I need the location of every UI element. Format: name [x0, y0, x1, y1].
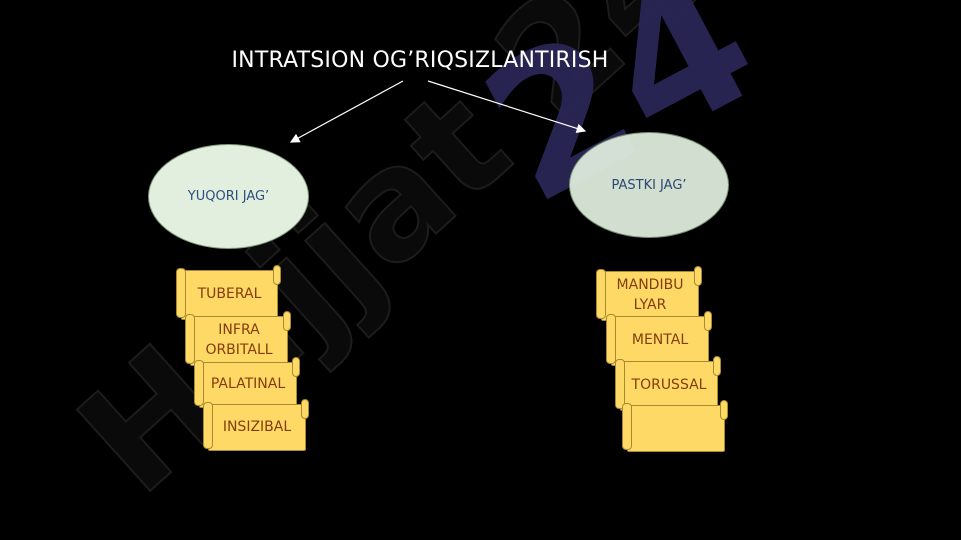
scroll-palatinal: PALATINAL [194, 357, 300, 408]
scroll-empty [622, 400, 728, 452]
scroll-label: INSIZIBAL [222, 418, 292, 435]
scroll-label: TUBERAL [197, 286, 262, 303]
arrow-left [289, 80, 404, 143]
scroll-insizibal: INSIZIBAL [203, 399, 309, 451]
slide-title: INTRATSION OG’RIQSIZLANTIRISH [231, 48, 609, 73]
scroll-mental: MENTAL [606, 311, 712, 366]
upper-jaw-oval: YUQORI JAG’ [148, 144, 309, 249]
scroll-label: MANDIBU LYAR [616, 277, 684, 313]
scroll-infraorbital: INFRA ORBITALL [185, 311, 291, 366]
upper-jaw-label: YUQORI JAG’ [187, 189, 270, 204]
lower-jaw-oval: PASTKI JAG’ [569, 132, 729, 238]
scroll-torussal: TORUSSAL [615, 356, 721, 411]
scroll-label: PALATINAL [210, 376, 286, 393]
scroll-tuberal: TUBERAL [176, 265, 281, 320]
scroll-label: TORUSSAL [631, 377, 707, 394]
lower-jaw-label: PASTKI JAG’ [611, 177, 687, 193]
scroll-mandibular: MANDIBU LYAR [596, 266, 702, 321]
scroll-label: INFRA ORBITALL [205, 322, 273, 358]
scroll-label: MENTAL [631, 332, 689, 349]
arrow-right [427, 80, 587, 134]
